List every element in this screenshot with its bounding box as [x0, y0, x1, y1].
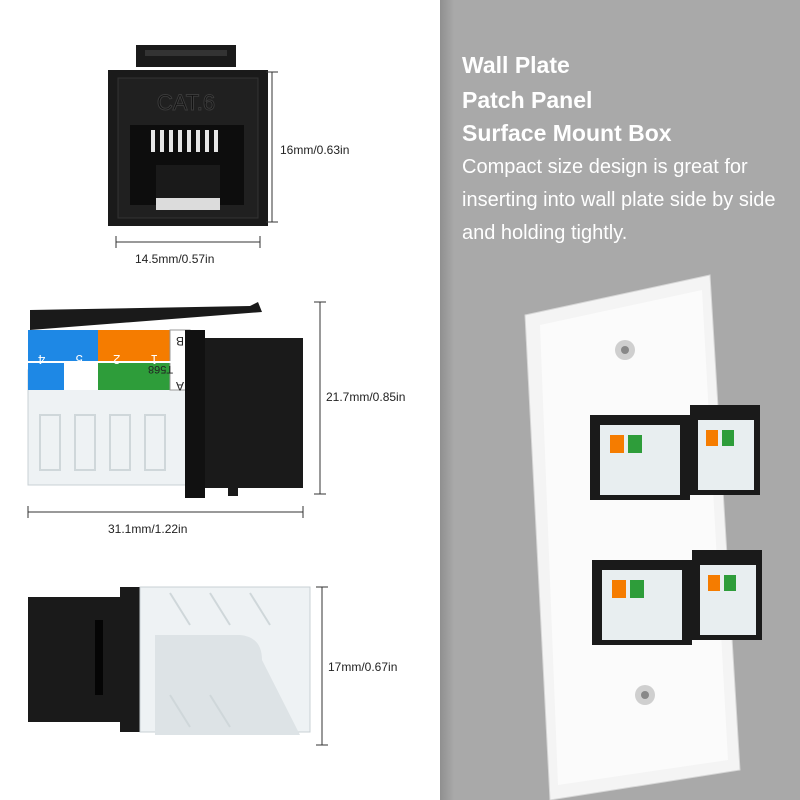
feature-description: Compact size design is great for inserti…: [462, 156, 776, 244]
front-height-dimension: 16mm/0.63in: [280, 143, 350, 157]
pin-label: 5: [75, 352, 83, 367]
feature-patch-panel: Patch Panel: [462, 87, 593, 113]
row-a-label: A: [176, 379, 185, 393]
keystone-front-view: CAT.6: [108, 45, 278, 248]
bottom-height-dimension: 17mm/0.67in: [328, 660, 398, 674]
t568-label: T568: [148, 363, 174, 375]
cat6-label: CAT.6: [157, 90, 215, 115]
wall-plate-image: [524, 274, 762, 800]
row-b-label: B: [176, 334, 185, 348]
feature-surface-mount-box: Surface Mount Box: [462, 120, 672, 146]
keystone-side-view: [27, 301, 326, 518]
panel-divider: [440, 0, 454, 800]
pin-numbers-row: 1 2 5 4: [38, 352, 158, 367]
side-width-dimension: 31.1mm/1.22in: [108, 522, 188, 536]
side-height-dimension: 21.7mm/0.85in: [326, 390, 406, 404]
pin-label: 4: [38, 352, 46, 367]
feature-wall-plate: Wall Plate: [462, 52, 570, 78]
front-width-dimension: 14.5mm/0.57in: [135, 252, 215, 266]
keystone-bottom-view: [28, 586, 328, 746]
pin-label: 2: [113, 352, 121, 367]
